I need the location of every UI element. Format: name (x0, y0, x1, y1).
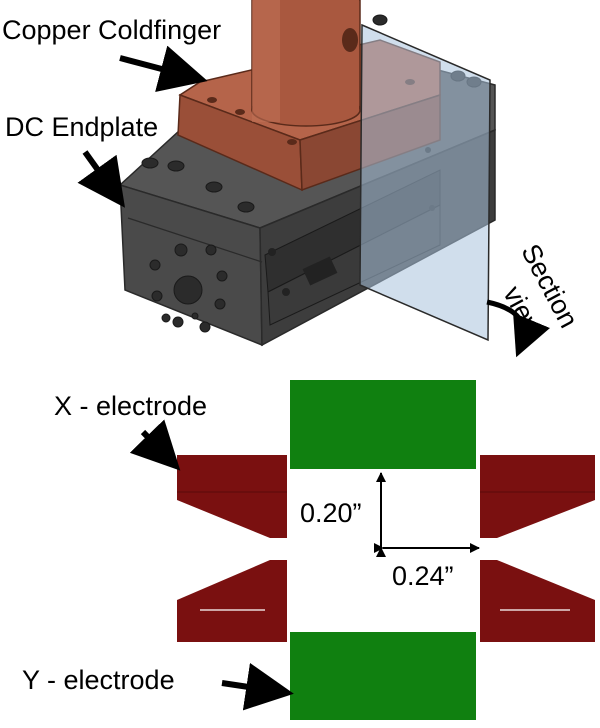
y-electrode-top (290, 380, 476, 469)
x-electrode-left-lower (177, 560, 287, 642)
dimension-vertical-label: 0.20” (300, 498, 362, 528)
endplate-arrow (77, 150, 125, 208)
trap-3d-model (118, 0, 496, 347)
copper-coldfinger-label: Copper Coldfinger (2, 15, 222, 45)
section-view (177, 380, 595, 720)
x-electrode-left-upper (177, 455, 287, 538)
y-electrode-label: Y - electrode (22, 665, 175, 695)
section-plane (359, 23, 491, 342)
y-electrode-arrow (221, 662, 294, 711)
x-electrode-label: X - electrode (54, 391, 208, 421)
dimension-horizontal-label: 0.24” (392, 561, 454, 591)
dc-endplate-label: DC Endplate (5, 112, 159, 142)
coldfinger-arrow (119, 45, 208, 93)
x-electrode-arrow (129, 419, 181, 471)
x-electrode-right-upper (480, 455, 595, 538)
section-view-arrow (486, 299, 550, 358)
x-electrode-right-lower (480, 560, 595, 642)
y-electrode-bottom (290, 632, 476, 720)
